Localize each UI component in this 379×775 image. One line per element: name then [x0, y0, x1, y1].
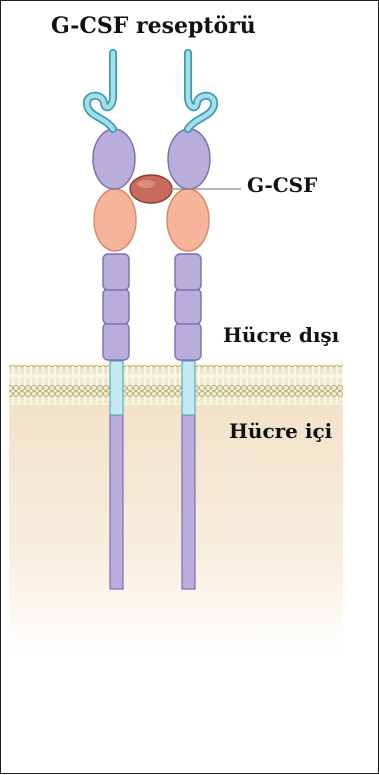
cytokine-binding-domain	[167, 189, 209, 251]
intracellular-tail	[182, 415, 195, 589]
fibronectin-domain	[175, 323, 201, 360]
ig-like-domain	[93, 129, 135, 189]
intracellular-label: Hücre içi	[229, 419, 332, 443]
ligand-label: G-CSF	[247, 173, 317, 197]
cytokine-binding-domain	[94, 189, 136, 251]
ligand-highlight	[137, 180, 155, 188]
fibronectin-domain	[103, 254, 129, 290]
membrane-lipid-layer	[9, 365, 343, 405]
extracellular-label: Hücre dışı	[223, 323, 339, 347]
fibronectin-domain	[175, 289, 201, 324]
intracellular-tail	[110, 415, 123, 589]
fibronectin-domain	[103, 289, 129, 324]
ig-like-domain	[168, 129, 210, 189]
g-csf-ligand	[130, 175, 172, 203]
fibronectin-domain	[103, 323, 129, 360]
transmembrane-segment	[182, 361, 195, 415]
transmembrane-segment	[110, 361, 123, 415]
title-label: G-CSF reseptörü	[51, 13, 256, 39]
fibronectin-domain	[175, 254, 201, 290]
